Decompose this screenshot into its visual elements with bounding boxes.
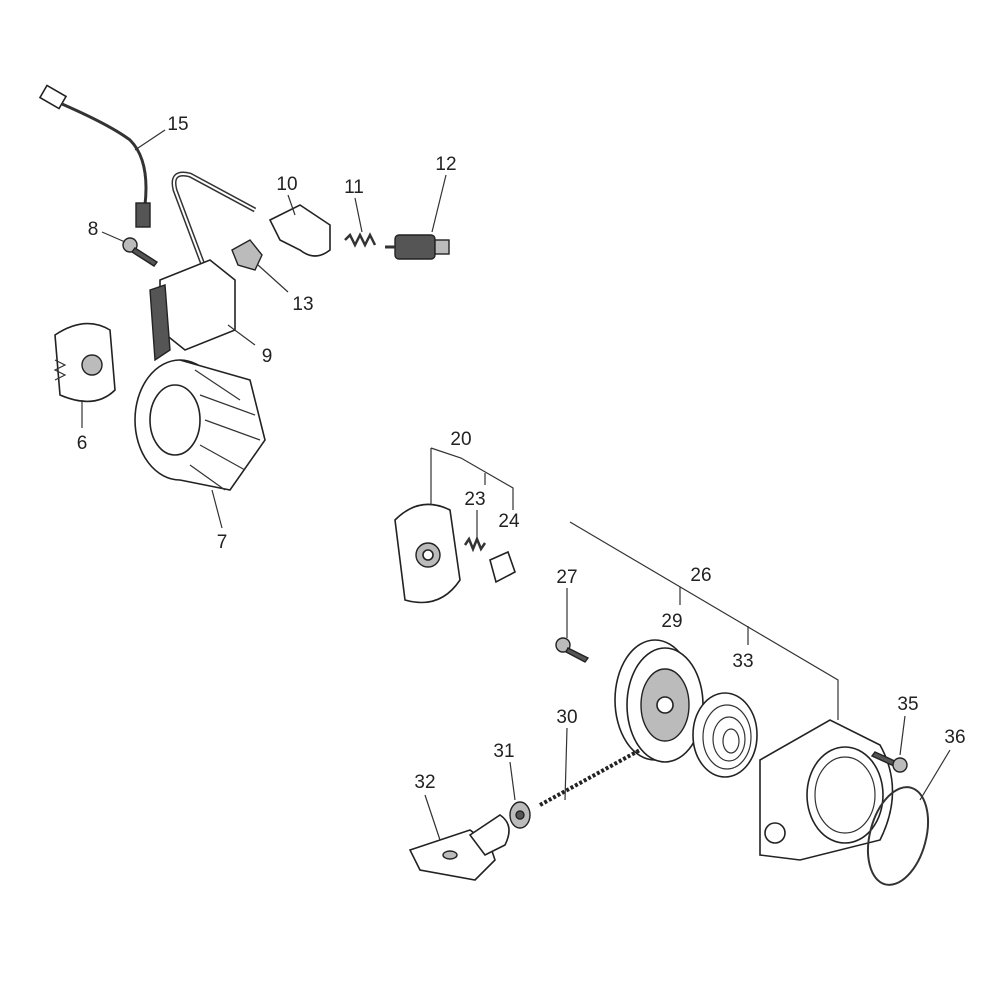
callout-24: 24 [498, 511, 520, 532]
part-32-handle [408, 814, 510, 881]
part-9-ignition-coil [149, 171, 257, 362]
part-31-bushing [509, 801, 531, 829]
part-7-flywheel [134, 359, 266, 491]
callout-6: 6 [77, 433, 88, 454]
callout-7: 7 [217, 532, 228, 553]
callout-9: 9 [262, 346, 273, 367]
callout-23: 23 [464, 489, 485, 510]
part-10-plug-cap [268, 204, 331, 257]
callout-15: 15 [167, 114, 188, 135]
callout-33: 33 [732, 651, 753, 672]
callout-10: 10 [276, 174, 297, 195]
part-27-screw [555, 637, 590, 663]
callout-26: 26 [690, 565, 711, 586]
part-24-shoe [489, 550, 516, 584]
part-20-clutch-assembly [394, 503, 461, 604]
part-23-spring [463, 535, 487, 553]
callout-31: 31 [493, 741, 514, 762]
callout-35: 35 [897, 694, 918, 715]
part-35-screw [870, 751, 908, 773]
part-29-pulley [614, 639, 704, 763]
part-36-gasket [867, 786, 929, 886]
callout-11: 11 [344, 177, 364, 198]
part-26-starter-housing [759, 719, 894, 861]
callout-8: 8 [88, 219, 99, 240]
part-30-rope [539, 748, 641, 807]
callout-20: 20 [450, 429, 471, 450]
callout-13: 13 [292, 294, 313, 315]
part-11-spring [344, 232, 377, 248]
part-15-wire [38, 84, 151, 228]
part-6-clutch [53, 322, 116, 403]
part-8-screw [122, 237, 159, 267]
leader-lines [81, 129, 951, 841]
callout-30: 30 [556, 707, 577, 728]
callout-12: 12 [435, 154, 456, 175]
callout-29: 29 [661, 611, 682, 632]
callout-32: 32 [414, 772, 435, 793]
part-12-spark-plug [385, 234, 450, 260]
part-33-recoil-spring [692, 692, 758, 778]
part-13-spacer [231, 239, 263, 271]
callout-36: 36 [944, 727, 965, 748]
callout-27: 27 [556, 567, 577, 588]
